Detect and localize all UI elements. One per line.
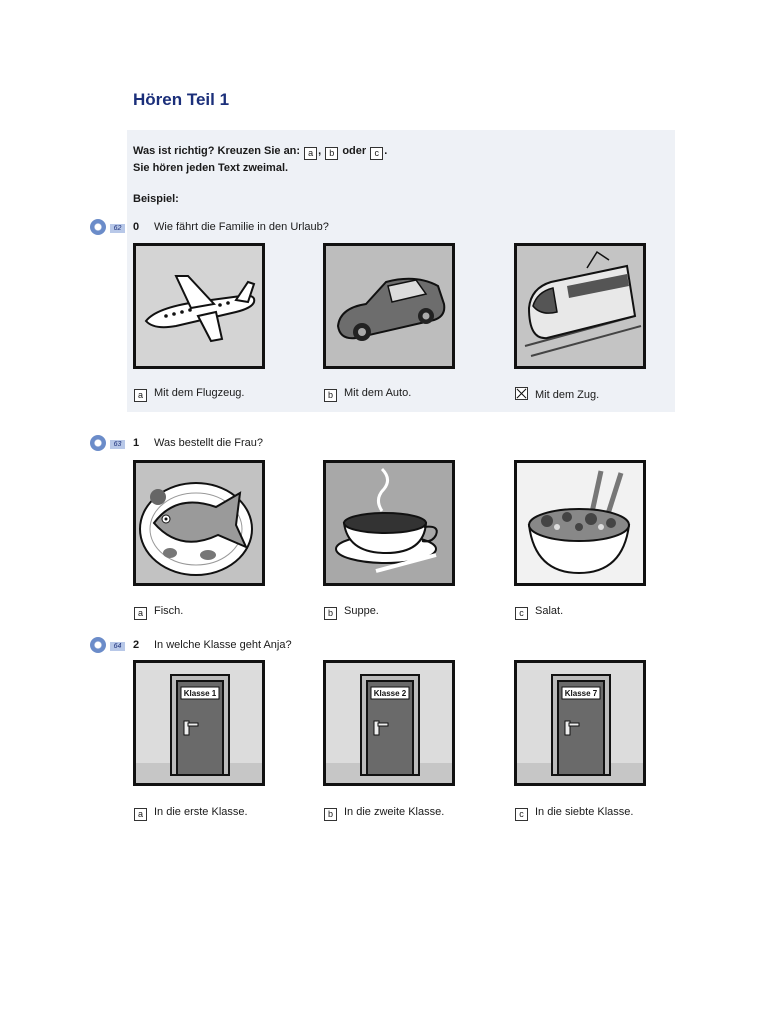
checkbox[interactable]: a (134, 389, 147, 402)
instruction-line-2: Sie hören jeden Text zweimal. (133, 162, 289, 174)
answer-option-b[interactable]: b In die zweite Klasse. (323, 806, 444, 821)
checkbox[interactable]: c (515, 808, 528, 821)
option-picture-b (323, 460, 455, 586)
question-number: 1 (133, 437, 140, 449)
fish-plate-icon (136, 463, 262, 583)
option-picture-a (133, 460, 265, 586)
door-icon: Klasse 7 (517, 663, 643, 783)
question-number: 0 (133, 221, 140, 233)
answer-label: Salat. (535, 605, 564, 617)
instruction-line-1: Was ist richtig? Kreuzen Sie an: a, b od… (133, 145, 387, 160)
option-box-a: a (304, 147, 318, 160)
answer-option-a[interactable]: a Fisch. (133, 605, 183, 620)
door-sign: Klasse 7 (565, 689, 598, 698)
option-picture-b (323, 243, 455, 369)
option-box-c: c (370, 147, 384, 160)
car-icon (326, 246, 452, 366)
option-picture-c (514, 243, 646, 369)
track-number: 64 (110, 642, 125, 651)
answer-option-c[interactable]: c Salat. (514, 605, 563, 620)
question-text: Was bestellt die Frau? (154, 437, 264, 449)
checkbox-checked[interactable] (515, 387, 528, 400)
question-number: 2 (133, 639, 140, 651)
option-picture-c: Klasse 7 (514, 660, 646, 786)
instruction-end: . (384, 145, 388, 157)
option-box-b: b (325, 147, 339, 160)
cd-icon (90, 435, 106, 451)
checkbox[interactable]: c (515, 607, 528, 620)
checkbox[interactable]: a (134, 808, 147, 821)
checkbox[interactable]: b (324, 389, 337, 402)
answer-option-c[interactable]: c In die siebte Klasse. (514, 806, 633, 821)
instruction-text: Was ist richtig? Kreuzen Sie an: (133, 145, 301, 157)
cd-icon (90, 219, 106, 235)
answer-label: In die erste Klasse. (154, 806, 248, 818)
answer-label: In die zweite Klasse. (344, 806, 445, 818)
example-label: Beispiel: (133, 193, 179, 205)
page-title: Hören Teil 1 (133, 90, 230, 109)
checkbox[interactable]: a (134, 607, 147, 620)
track-number: 63 (110, 440, 125, 449)
cd-icon (90, 637, 106, 653)
option-picture-b: Klasse 2 (323, 660, 455, 786)
answer-option-b[interactable]: b Mit dem Auto. (323, 387, 411, 402)
door-icon: Klasse 2 (326, 663, 452, 783)
track-number: 62 (110, 224, 125, 233)
soup-cup-icon (326, 463, 452, 583)
door-sign: Klasse 1 (184, 689, 217, 698)
instruction-sep: , (318, 145, 322, 157)
answer-option-a[interactable]: a In die erste Klasse. (133, 806, 248, 821)
question-text: Wie fährt die Familie in den Urlaub? (154, 221, 329, 233)
answer-option-c[interactable]: Mit dem Zug. (514, 387, 599, 401)
answer-label: Mit dem Auto. (344, 387, 412, 399)
salad-bowl-icon (517, 463, 643, 583)
instruction-or: oder (342, 145, 367, 157)
option-picture-c (514, 460, 646, 586)
option-picture-a: Klasse 1 (133, 660, 265, 786)
checkbox[interactable]: b (324, 808, 337, 821)
door-sign: Klasse 2 (374, 689, 407, 698)
answer-label: Suppe. (344, 605, 379, 617)
option-picture-a (133, 243, 265, 369)
answer-label: Mit dem Zug. (535, 389, 600, 401)
airplane-icon (136, 246, 262, 366)
answer-label: Mit dem Flugzeug. (154, 387, 245, 399)
answer-option-b[interactable]: b Suppe. (323, 605, 379, 620)
train-icon (517, 246, 643, 366)
question-text: In welche Klasse geht Anja? (154, 639, 292, 651)
answer-option-a[interactable]: a Mit dem Flugzeug. (133, 387, 244, 402)
answer-label: In die siebte Klasse. (535, 806, 634, 818)
checkbox[interactable]: b (324, 607, 337, 620)
door-icon: Klasse 1 (136, 663, 262, 783)
answer-label: Fisch. (154, 605, 184, 617)
